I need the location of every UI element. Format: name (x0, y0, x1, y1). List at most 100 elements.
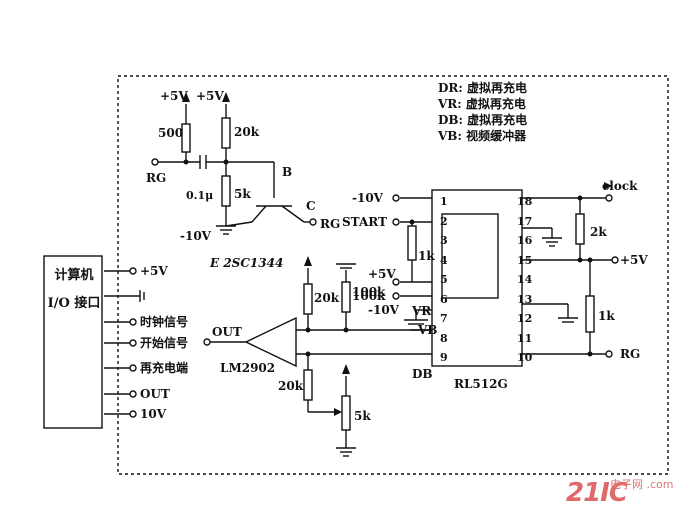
terminal (392, 292, 400, 300)
supply-label: +5V (368, 267, 396, 281)
terminal (392, 194, 400, 202)
terminal (129, 339, 137, 347)
chip-label: RL512G (454, 377, 508, 391)
terminal (392, 218, 400, 226)
arrow-up (304, 256, 312, 266)
junction-dot (587, 351, 593, 357)
junction-dot (577, 257, 583, 263)
interface-pin-label: OUT (140, 387, 170, 401)
arrow-up (182, 92, 190, 102)
chip-pin-numbers-right: 18 17 16 15 14 13 12 11 10 (517, 195, 533, 364)
interface-pin-label: 时钟信号 (140, 315, 189, 329)
legend-item: DB: 虚拟再充电 (438, 112, 527, 128)
node-label: RG (320, 217, 341, 231)
interface-pin-label: +5V (140, 264, 168, 278)
supply-label: +5V (620, 253, 648, 267)
legend-desc: 虚拟再充电 (467, 81, 528, 95)
node-label: VR (412, 304, 432, 318)
legend-item: VB: 视频缓冲器 (438, 128, 527, 144)
resistor-2k (575, 213, 585, 245)
resistor-label: 5k (234, 187, 251, 201)
terminal (129, 410, 137, 418)
supply-label: +5V (196, 89, 224, 103)
legend-code: VR: (438, 97, 462, 111)
resistor-label: 100k (352, 289, 386, 303)
watermark: 21IC 电子网 .com (566, 478, 674, 508)
junction-dot (183, 159, 189, 165)
interface-box (43, 255, 103, 429)
chip-rl512g (431, 189, 523, 367)
chip-pin-numbers-left: 1 2 3 4 5 6 7 8 9 (440, 195, 448, 364)
resistor-label: 500 (158, 126, 184, 140)
opamp-label: LM2902 (220, 361, 276, 375)
supply-label: -10V (180, 229, 211, 243)
resistor-label: 20k (234, 125, 260, 139)
terminal (129, 390, 137, 398)
legend-desc: 视频缓冲器 (466, 129, 527, 143)
opamp-triangle (244, 316, 297, 368)
transistor-pin-label: B (282, 165, 293, 179)
resistor-100k (341, 281, 351, 313)
terminal (392, 278, 400, 286)
node-label: RG (620, 347, 641, 361)
terminal (605, 350, 613, 358)
node-label: RG (146, 171, 167, 185)
supply-label: +5V (160, 89, 188, 103)
arrow-up (222, 92, 230, 102)
resistor-label: 1k (598, 309, 615, 323)
resistor-5k (221, 175, 231, 207)
junction-dot (587, 257, 593, 263)
potentiometer-5k (341, 395, 351, 431)
interface-title: 计算机 I/O 接口 (47, 268, 101, 311)
node-label: VB (418, 323, 438, 337)
capacitor-label: 0.1μ (186, 189, 214, 202)
watermark-logo: 21IC (566, 478, 628, 508)
arrow-up (604, 182, 612, 190)
resistor-label: 5k (354, 409, 371, 423)
rg-collector-terminal (309, 218, 317, 226)
legend-item: DR: 虚拟再充电 (438, 80, 527, 96)
terminal (605, 194, 613, 202)
interface-pin-label: 再充电端 (140, 361, 189, 375)
legend: DR: 虚拟再充电 VR: 虚拟再充电 DB: 虚拟再充电 VB: 视频缓冲器 (438, 80, 527, 144)
resistor-1k (407, 225, 417, 261)
junction-dot (305, 351, 311, 357)
resistor-1k-b (585, 295, 595, 333)
resistor-label: 1k (418, 249, 435, 263)
junction-dot (577, 195, 583, 201)
node-label: DB (412, 367, 433, 381)
resistor-label: 2k (590, 225, 607, 239)
legend-item: VR: 虚拟再充电 (438, 96, 527, 112)
resistor-label: 20k (278, 379, 304, 393)
watermark-domain: 电子网 .com (610, 478, 674, 491)
supply-label: -10V (352, 191, 383, 205)
terminal (129, 364, 137, 372)
resistor-20k-b (303, 283, 313, 315)
legend-desc: 虚拟再充电 (467, 113, 528, 127)
rg-input-terminal (151, 158, 159, 166)
junction-dot (409, 219, 415, 225)
legend-code: DB: (438, 113, 463, 127)
terminal (129, 267, 137, 275)
arrow-right (334, 408, 342, 416)
resistor-20k (221, 117, 231, 149)
resistor-500 (181, 123, 191, 153)
legend-desc: 虚拟再充电 (465, 97, 526, 111)
terminal (611, 256, 619, 264)
transistor-label: E 2SC1344 (210, 256, 284, 270)
junction-dot (343, 327, 349, 333)
arrow-up (342, 364, 350, 374)
chip-window (441, 213, 499, 299)
legend-code: VB: (438, 129, 462, 143)
transistor-emitter (251, 205, 267, 223)
junction-dot (305, 327, 311, 333)
resistor-label: 20k (314, 291, 340, 305)
interface-pin-label: 开始信号 (140, 336, 189, 350)
interface-pin-label: 10V (140, 407, 167, 421)
supply-label: -10V (368, 303, 399, 317)
transistor-pin-label: C (306, 199, 316, 213)
resistor-label: 100k (352, 285, 386, 299)
terminal (129, 318, 137, 326)
